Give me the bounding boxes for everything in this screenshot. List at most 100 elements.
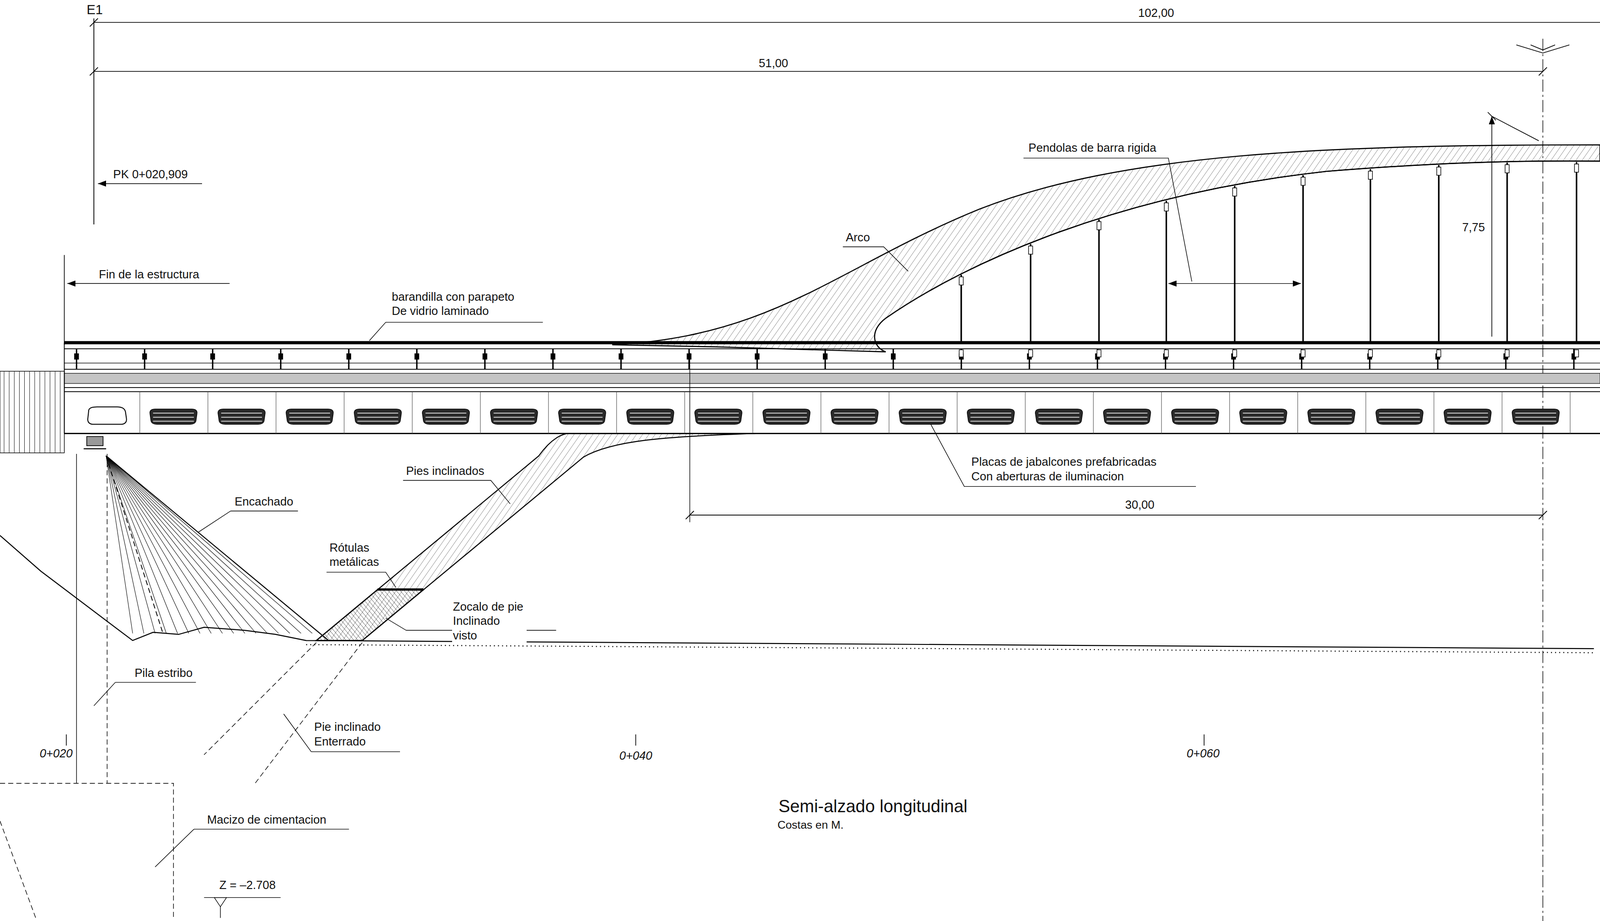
leader-line bbox=[197, 511, 299, 533]
arch bbox=[612, 144, 1600, 352]
drawing-line bbox=[221, 416, 262, 418]
drawing-line bbox=[698, 412, 739, 414]
drawing-line bbox=[1093, 391, 1094, 434]
drawing-path bbox=[1512, 409, 1560, 425]
deck-slab bbox=[64, 373, 1600, 384]
drawing-line bbox=[1038, 412, 1080, 414]
ground-texture bbox=[306, 644, 1595, 653]
drawing-caption: Costas en M. bbox=[776, 818, 845, 832]
drawing-line bbox=[106, 455, 212, 634]
drawing-line bbox=[834, 421, 875, 422]
annotation-label: 51,00 bbox=[757, 56, 790, 71]
drawing-g bbox=[959, 161, 1579, 358]
drawing-path bbox=[422, 409, 470, 425]
drawing-rect bbox=[346, 353, 351, 359]
drawing-rect bbox=[1028, 245, 1033, 255]
drawing-line bbox=[1242, 412, 1284, 414]
metal-hinge bbox=[377, 588, 424, 591]
dimension-tick bbox=[1487, 112, 1539, 141]
drawing-line bbox=[1297, 391, 1298, 434]
drawing-g bbox=[87, 391, 1571, 434]
drawing-line bbox=[629, 421, 671, 422]
drawing-line bbox=[59, 371, 61, 454]
drawing-title: Semi-alzado longitudinal bbox=[777, 795, 969, 817]
drawing-path bbox=[218, 409, 266, 425]
dimension-line bbox=[689, 514, 1543, 516]
leader-line bbox=[369, 322, 543, 341]
drawing-line bbox=[425, 412, 467, 414]
drawing-line bbox=[54, 371, 56, 454]
drawing-line bbox=[425, 416, 467, 418]
drawing-line bbox=[1106, 421, 1148, 422]
drawing-path bbox=[899, 409, 947, 425]
drawing-rect bbox=[74, 353, 79, 359]
drawing-line bbox=[820, 391, 822, 434]
leader-line bbox=[283, 714, 400, 752]
center-axis bbox=[1542, 38, 1543, 921]
dimension-tick bbox=[89, 67, 1547, 76]
drawing-line bbox=[357, 412, 399, 414]
drawing-line bbox=[629, 412, 671, 414]
drawing-rect bbox=[1368, 170, 1373, 180]
annotation-label: 102,00 bbox=[1137, 5, 1175, 21]
drawing-rect bbox=[1164, 349, 1169, 358]
annotation-label: Encachado bbox=[233, 494, 294, 509]
drawing-rect bbox=[687, 353, 691, 359]
extension-line bbox=[689, 352, 690, 523]
drawing-g bbox=[106, 455, 313, 634]
annotation-label: E1 bbox=[85, 1, 104, 18]
drawing-line bbox=[1379, 412, 1420, 414]
riprap-edge bbox=[106, 455, 329, 641]
drawing-line bbox=[970, 421, 1012, 422]
drawing-line bbox=[106, 455, 167, 634]
pile-line bbox=[106, 453, 108, 784]
inclined-leg bbox=[316, 433, 756, 641]
drawing-path bbox=[87, 406, 127, 425]
drawing-line bbox=[106, 455, 200, 634]
drawing-line bbox=[766, 416, 807, 418]
drawing-line bbox=[1501, 391, 1503, 434]
drawing-line bbox=[1174, 421, 1216, 422]
drawing-line bbox=[139, 391, 140, 434]
drawing-line bbox=[3, 371, 5, 454]
drawing-line bbox=[1311, 416, 1352, 418]
drawing-line bbox=[1242, 421, 1284, 422]
drawing-line bbox=[1174, 412, 1216, 414]
drawing-line bbox=[357, 421, 399, 422]
deck-line bbox=[64, 387, 1600, 392]
leader-line bbox=[154, 829, 349, 868]
drawing-path bbox=[1103, 409, 1151, 425]
riprap-edge bbox=[106, 455, 164, 635]
drawing-rect bbox=[1368, 349, 1373, 358]
drawing-line bbox=[970, 412, 1012, 414]
annotation-label: Pila estribo bbox=[133, 666, 194, 681]
drawing-line bbox=[1165, 200, 1168, 343]
drawing-path bbox=[286, 409, 334, 425]
annotation-label: 7,75 bbox=[1461, 220, 1486, 235]
drawing-line bbox=[289, 416, 331, 418]
annotation-label: PK 0+020,909 bbox=[112, 167, 189, 182]
leader-line bbox=[93, 682, 196, 706]
drawing-rect bbox=[959, 277, 964, 286]
drawing-rect bbox=[1301, 177, 1306, 186]
drawing-line bbox=[106, 455, 290, 634]
drawing-line bbox=[153, 416, 194, 418]
drawing-line bbox=[39, 371, 41, 454]
drawing-line bbox=[766, 412, 807, 414]
drawing-line bbox=[629, 416, 671, 418]
drawing-line bbox=[29, 371, 30, 454]
drawing-rect bbox=[1164, 202, 1169, 212]
drawing-line bbox=[343, 391, 345, 434]
drawing-rect bbox=[823, 353, 827, 359]
level-symbol bbox=[214, 897, 227, 907]
leader-line bbox=[326, 572, 396, 588]
drawing-line bbox=[106, 455, 234, 634]
drawing-line bbox=[221, 421, 262, 422]
dimension-line bbox=[1491, 116, 1493, 337]
drawing-line bbox=[1098, 219, 1100, 343]
drawing-line bbox=[275, 391, 277, 434]
drawing-line bbox=[1515, 421, 1557, 422]
drawing-line bbox=[357, 416, 399, 418]
drawing-g bbox=[0, 18, 1600, 921]
